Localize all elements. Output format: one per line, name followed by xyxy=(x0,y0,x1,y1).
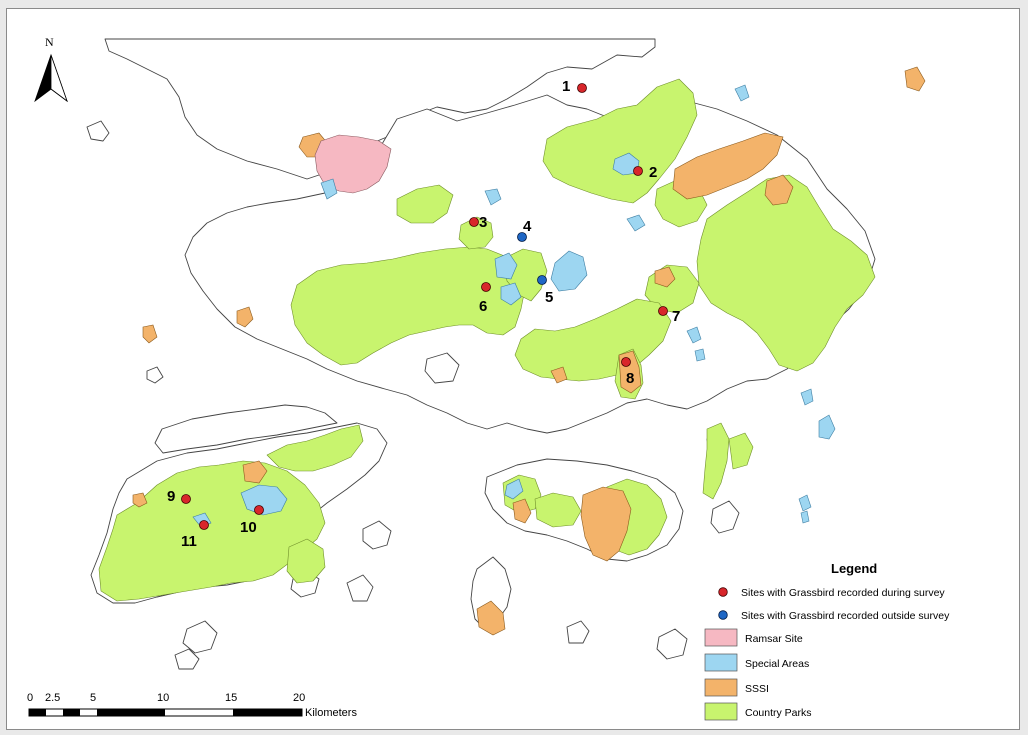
legend-country-parks-label: Country Parks xyxy=(745,707,812,719)
svg-text:8: 8 xyxy=(626,370,634,387)
svg-text:7: 7 xyxy=(672,308,680,325)
site-5[interactable]: 5 xyxy=(537,275,554,307)
site-10[interactable]: 10 xyxy=(240,505,264,537)
site-4[interactable]: 4 xyxy=(517,218,533,242)
map-frame: 1 2 3 4 5 6 7 8 xyxy=(6,8,1020,730)
sites-layer: 1 2 3 4 5 6 7 8 xyxy=(167,78,680,550)
scale-tick-10: 10 xyxy=(157,692,169,704)
svg-text:11: 11 xyxy=(181,533,197,550)
legend-outside-label: Sites with Grassbird recorded outside su… xyxy=(741,610,950,622)
scale-tick-2-5: 2.5 xyxy=(45,692,60,704)
legend-special-swatch xyxy=(704,653,738,672)
svg-text:6: 6 xyxy=(479,298,487,315)
sssi-layer xyxy=(132,66,926,636)
svg-text:5: 5 xyxy=(545,289,553,306)
site-8[interactable]: 8 xyxy=(621,357,635,388)
scale-tick-20: 20 xyxy=(293,692,305,704)
scale-bar: 0 2.5 5 10 15 20 Kilometers xyxy=(27,692,357,719)
special-areas-layer xyxy=(192,84,836,528)
site-3[interactable]: 3 xyxy=(469,214,488,231)
site-9[interactable]: 9 xyxy=(167,488,191,505)
scale-tick-0: 0 xyxy=(27,692,33,704)
svg-text:2: 2 xyxy=(649,164,657,181)
legend-during-icon xyxy=(718,587,728,597)
svg-text:10: 10 xyxy=(240,519,257,536)
site-7[interactable]: 7 xyxy=(658,306,681,326)
north-label: N xyxy=(45,35,54,49)
legend-sssi-label: SSSI xyxy=(745,683,769,695)
legend-during-label: Sites with Grassbird recorded during sur… xyxy=(741,587,945,599)
legend-special-label: Special Areas xyxy=(745,658,809,670)
legend-title: Legend xyxy=(831,561,877,576)
legend-sssi-swatch xyxy=(704,678,738,697)
map-canvas: 1 2 3 4 5 6 7 8 xyxy=(27,35,950,721)
svg-text:3: 3 xyxy=(479,214,487,231)
svg-text:4: 4 xyxy=(523,218,532,235)
site-2[interactable]: 2 xyxy=(633,164,658,181)
svg-text:9: 9 xyxy=(167,488,175,505)
site-6[interactable]: 6 xyxy=(479,282,491,316)
ramsar-layer xyxy=(314,134,392,194)
legend: Legend Sites with Grassbird recorded dur… xyxy=(704,561,950,721)
legend-ramsar-label: Ramsar Site xyxy=(745,633,803,645)
legend-country-parks-swatch xyxy=(704,702,738,721)
north-arrow: N xyxy=(34,35,68,103)
site-1[interactable]: 1 xyxy=(562,78,587,95)
scale-tick-5: 5 xyxy=(90,692,96,704)
site-11[interactable]: 11 xyxy=(181,520,209,551)
scale-tick-15: 15 xyxy=(225,692,237,704)
legend-outside-icon xyxy=(718,610,728,620)
svg-text:1: 1 xyxy=(562,78,570,95)
legend-ramsar-swatch xyxy=(704,628,738,647)
scale-unit: Kilometers xyxy=(305,707,357,719)
